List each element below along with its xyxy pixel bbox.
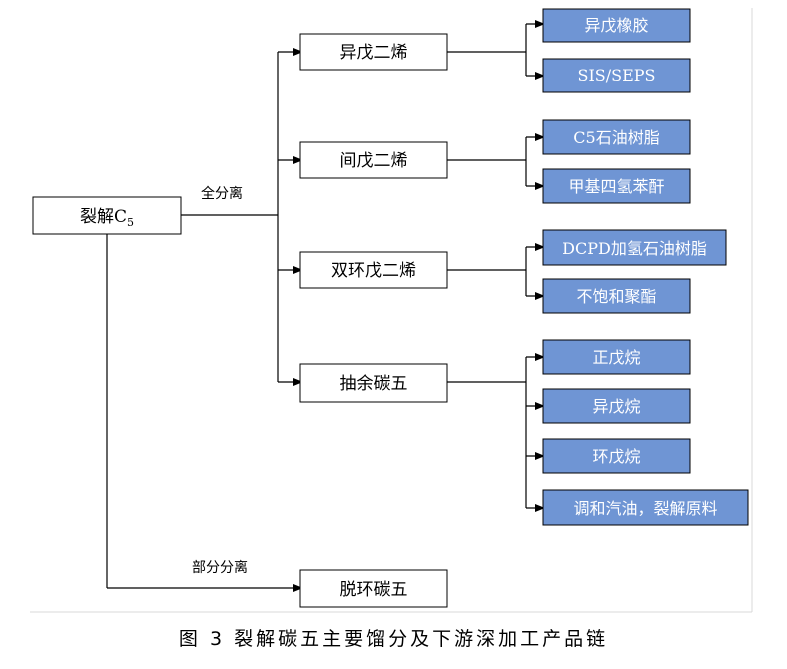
product-blend-gasoline-label: 调和汽油，裂解原料 [573, 499, 717, 518]
node-decyclo-c5: 脱环碳五 [299, 569, 448, 608]
product-dcpd-hydro-resin-label: DCPD加氢石油树脂 [562, 239, 707, 258]
product-n-pentane-label: 正戊烷 [592, 348, 640, 367]
label-full-separation: 全分离 [201, 185, 243, 202]
node-isoprene-label: 异戊二烯 [340, 43, 408, 63]
root-edges [106, 48, 303, 592]
node-isoprene: 异戊二烯 [299, 33, 448, 71]
node-piperylene: 间戊二烯 [299, 141, 448, 179]
product-sis-seps-label: SIS/SEPS [578, 66, 656, 85]
product-isopentane-label: 异戊烷 [592, 397, 640, 416]
node-raffinate-c5: 抽余碳五 [299, 363, 448, 403]
product-sis-seps: SIS/SEPS [542, 58, 691, 93]
node-cracked-c5-subscript: 5 [127, 216, 134, 229]
product-c5-resin-label: C5石油树脂 [573, 128, 659, 147]
node-cracked-c5-label: 裂解C [80, 207, 127, 227]
product-unsaturated-polyester-label: 不饱和聚酯 [576, 287, 656, 306]
figure-caption: 图 3 裂解碳五主要馏分及下游深加工产品链 [178, 628, 609, 650]
node-dcpd-label: 双环戊二烯 [331, 261, 416, 281]
node-piperylene-label: 间戊二烯 [340, 151, 408, 171]
product-cyclopentane-label: 环戊烷 [592, 447, 640, 466]
product-n-pentane: 正戊烷 [542, 339, 691, 375]
product-edges [447, 20, 545, 512]
product-blend-gasoline: 调和汽油，裂解原料 [542, 489, 749, 526]
node-dcpd: 双环戊二烯 [299, 251, 448, 289]
product-unsaturated-polyester: 不饱和聚酯 [542, 278, 691, 314]
label-partial-separation: 部分分离 [192, 559, 248, 576]
node-decyclo-c5-label: 脱环碳五 [340, 580, 408, 600]
product-dcpd-hydro-resin: DCPD加氢石油树脂 [542, 229, 727, 266]
svg-text:裂解C5: 裂解C5 [80, 207, 134, 229]
product-isoprene-rubber: 异戊橡胶 [542, 8, 691, 43]
node-raffinate-c5-label: 抽余碳五 [340, 374, 408, 394]
product-mthpa: 甲基四氢苯酐 [542, 168, 691, 204]
product-isoprene-rubber-label: 异戊橡胶 [584, 16, 648, 35]
product-mthpa-label: 甲基四氢苯酐 [568, 177, 664, 196]
product-c5-resin: C5石油树脂 [542, 119, 691, 155]
product-isopentane: 异戊烷 [542, 388, 691, 424]
node-cracked-c5: 裂解C5 [32, 196, 182, 235]
product-cyclopentane: 环戊烷 [542, 438, 691, 474]
